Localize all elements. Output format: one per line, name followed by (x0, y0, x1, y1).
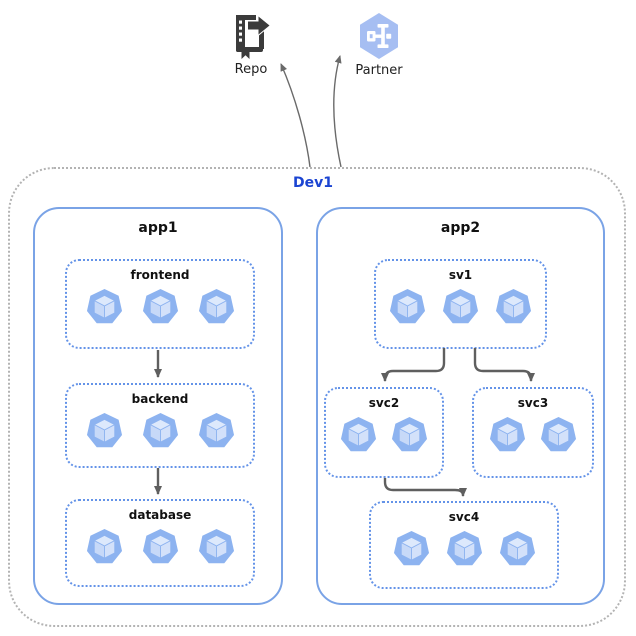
pod-icon (142, 528, 178, 564)
app2-label: app2 (440, 220, 481, 236)
repo-label: Repo (234, 62, 268, 77)
group-backend: backend (65, 383, 255, 468)
group-svc2: svc2 (324, 387, 444, 478)
pod-icon (446, 530, 482, 566)
group-svc4: svc4 (369, 501, 559, 589)
sv1-pods (389, 288, 532, 325)
group-sv1-label: sv1 (448, 268, 473, 282)
pod-icon (198, 288, 234, 324)
pod-icon (198, 412, 234, 448)
source-repository-icon (236, 14, 272, 59)
group-frontend: frontend (65, 259, 255, 349)
app1-node: app1 frontend backend database (33, 207, 283, 605)
pod-icon (495, 288, 532, 324)
group-frontend-label: frontend (130, 268, 190, 282)
svc2-pods (340, 416, 428, 453)
app1-label: app1 (138, 220, 178, 236)
pod-icon (142, 412, 178, 448)
pod-icon (86, 528, 122, 564)
pod-icon (393, 530, 429, 566)
pod-icon (540, 416, 577, 452)
group-database: database (65, 499, 255, 587)
pod-icon (499, 530, 535, 566)
group-svc3-label: svc3 (517, 396, 549, 410)
pod-icon (489, 416, 526, 452)
pod-icon (389, 288, 426, 324)
cluster-dev1-label: Dev1 (293, 175, 333, 191)
pod-icon (142, 288, 178, 324)
group-sv1: sv1 (374, 259, 547, 349)
database-pods (86, 528, 235, 565)
frontend-pods (86, 288, 235, 325)
pod-icon (391, 416, 428, 452)
app2-node: app2 sv1 svc2 svc3 svc4 (316, 207, 605, 605)
group-svc2-label: svc2 (368, 396, 400, 410)
edge-dev1-to-repo (280, 63, 311, 168)
backend-pods (86, 412, 235, 449)
partner-node: Partner (346, 12, 412, 78)
pod-icon (86, 288, 122, 324)
pod-icon (198, 528, 234, 564)
partner-label: Partner (355, 63, 403, 78)
group-svc3: svc3 (472, 387, 594, 478)
group-database-label: database (128, 508, 192, 522)
pod-icon (442, 288, 479, 324)
svc4-pods (393, 530, 536, 567)
group-svc4-label: svc4 (448, 510, 480, 524)
pod-icon (340, 416, 377, 452)
group-backend-label: backend (131, 392, 189, 406)
pod-icon (86, 412, 122, 448)
partner-interconnect-icon (360, 13, 398, 59)
cluster-dev1 (8, 167, 626, 627)
edge-dev1-to-partner (332, 55, 342, 168)
repo-node: Repo (221, 11, 281, 77)
svc3-pods (489, 416, 577, 453)
